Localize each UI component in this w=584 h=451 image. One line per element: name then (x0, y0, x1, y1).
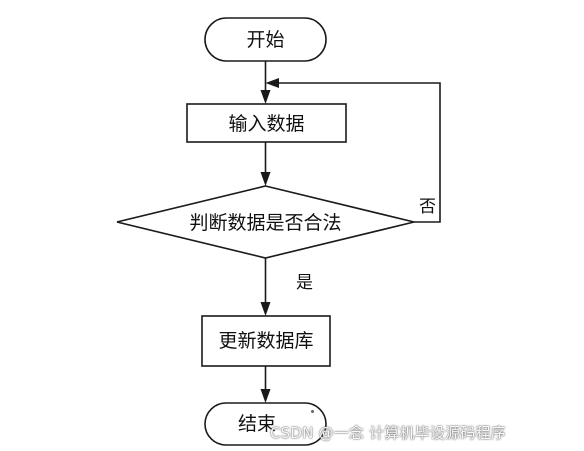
csdn-watermark: CSDN @一念 计算机毕设源码程序 (270, 424, 506, 442)
end-node: 结束 (204, 402, 327, 446)
arrow-no-loop: 否 (265, 78, 441, 223)
end-node-shape (204, 402, 327, 446)
arrow-input-to-decision (260, 142, 271, 186)
start-node-label: 开始 (246, 29, 284, 51)
arrow-input-to-decision-head (260, 172, 271, 186)
update-node-label: 更新数据库 (218, 330, 313, 352)
dot-mark (311, 410, 314, 413)
arrow-no-loop-line (273, 82, 441, 223)
arrow-start-to-input-head (260, 90, 271, 104)
input-node: 输入数据 (186, 103, 347, 143)
arrow-yes-head (260, 302, 271, 316)
arrow-update-to-end-head (260, 389, 271, 403)
no-branch-label: 否 (419, 197, 436, 217)
start-node: 开始 (204, 17, 327, 62)
end-node-label: 结束 (238, 413, 276, 435)
arrow-no-loop-head (265, 78, 279, 88)
input-node-label: 输入数据 (228, 113, 304, 135)
arrow-update-to-end (260, 366, 271, 403)
arrow-yes: 是 (260, 258, 313, 316)
decision-node: 判断数据是否合法 (116, 185, 415, 259)
arrow-start-to-input (260, 61, 271, 104)
yes-branch-label: 是 (296, 273, 313, 293)
update-node: 更新数据库 (201, 315, 331, 367)
decision-node-label: 判断数据是否合法 (189, 212, 341, 234)
input-node-shape (186, 103, 347, 143)
